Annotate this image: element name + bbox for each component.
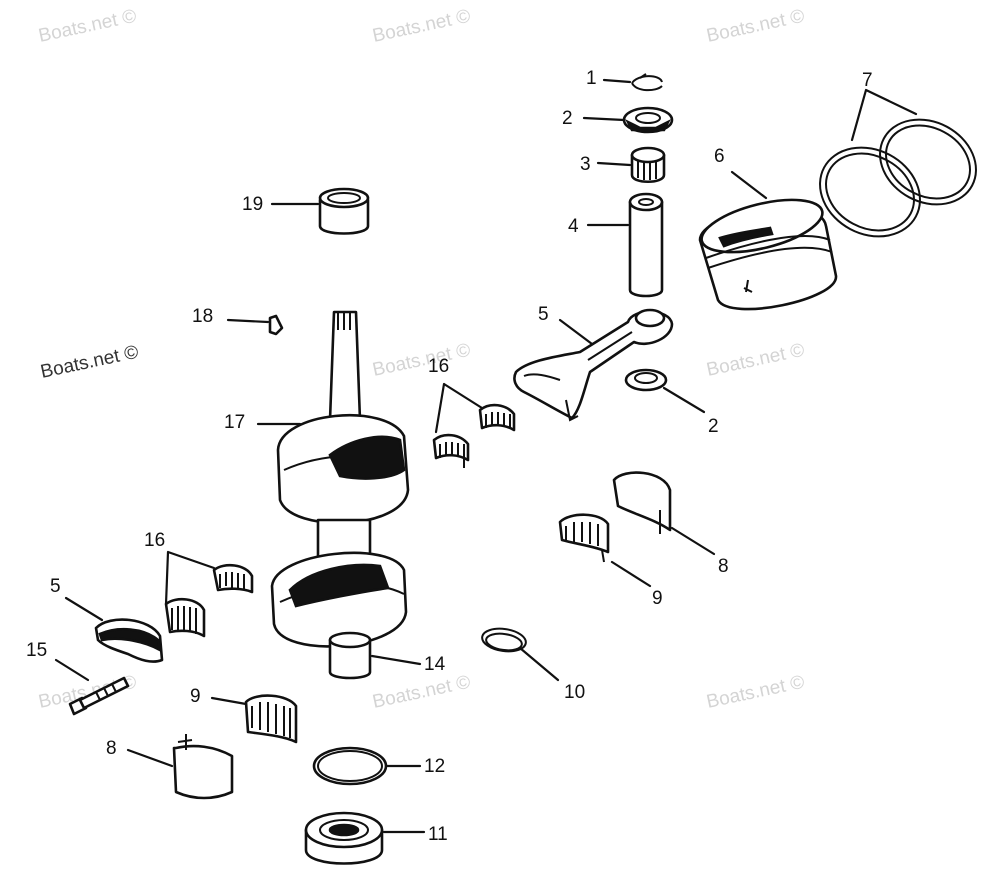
callout-5: 5 (50, 576, 61, 597)
part-crankshaft (270, 310, 410, 680)
part-retaining-clip (631, 73, 663, 92)
part-screw (68, 676, 130, 716)
callout-3: 3 (580, 154, 591, 175)
callout-11: 11 (428, 824, 448, 845)
part-thrust-washer-upper (622, 106, 674, 134)
part-piston-pin (628, 192, 664, 298)
watermark: Boats.net © (37, 6, 139, 47)
callout-9: 9 (190, 686, 201, 707)
callout-18: 18 (192, 306, 213, 327)
callout-8: 8 (718, 556, 729, 577)
leader-lines (54, 78, 918, 834)
part-bushing (318, 187, 370, 235)
callout-2: 2 (708, 416, 719, 437)
callout-2: 2 (562, 108, 573, 129)
part-connecting-rod (513, 308, 674, 422)
callout-12: 12 (424, 756, 445, 777)
callout-15: 15 (26, 640, 47, 661)
watermark: Boats.net © (705, 6, 807, 47)
part-rod-bearing-lower (164, 563, 254, 638)
callout-1: 1 (586, 68, 597, 89)
callout-14: 14 (424, 654, 446, 675)
part-o-ring (312, 746, 388, 786)
callout-4: 4 (568, 216, 579, 237)
part-snap-ring (481, 627, 527, 653)
callout-5: 5 (538, 304, 549, 325)
watermark: Boats.net © (705, 672, 807, 713)
callout-labels: 1 2 3 4 5 6 7 2 19 18 17 16 8 9 16 5 15 … (26, 68, 873, 845)
part-oil-seal (304, 811, 384, 865)
watermark: Boats.net © (39, 342, 141, 383)
callout-10: 10 (564, 682, 585, 703)
watermark: Boats.net © (705, 340, 807, 381)
callout-7: 7 (862, 70, 873, 91)
part-rod-cap (94, 618, 164, 663)
part-piston (698, 198, 838, 311)
watermark: Boats.net © (371, 672, 473, 713)
part-main-bearing-lower (172, 734, 234, 800)
part-bearing-cage-lower (244, 694, 298, 744)
part-rod-bearing-upper (432, 403, 516, 468)
part-main-bearing-upper (612, 471, 672, 534)
part-needle-bearing (630, 146, 666, 184)
callout-8: 8 (106, 738, 117, 759)
callout-16: 16 (144, 530, 165, 551)
callout-6: 6 (714, 146, 725, 167)
part-piston-rings (819, 118, 977, 238)
callout-9: 9 (652, 588, 663, 609)
callout-19: 19 (242, 194, 263, 215)
watermarks: Boats.net © Boats.net © Boats.net © Boat… (37, 6, 807, 713)
watermark: Boats.net © (371, 340, 473, 381)
watermark: Boats.net © (371, 6, 473, 47)
callout-17: 17 (224, 412, 245, 433)
callout-16: 16 (428, 356, 449, 377)
part-thrust-washer-lower (624, 368, 668, 392)
part-woodruff-key (268, 314, 284, 336)
part-bearing-cage-upper (558, 513, 610, 563)
